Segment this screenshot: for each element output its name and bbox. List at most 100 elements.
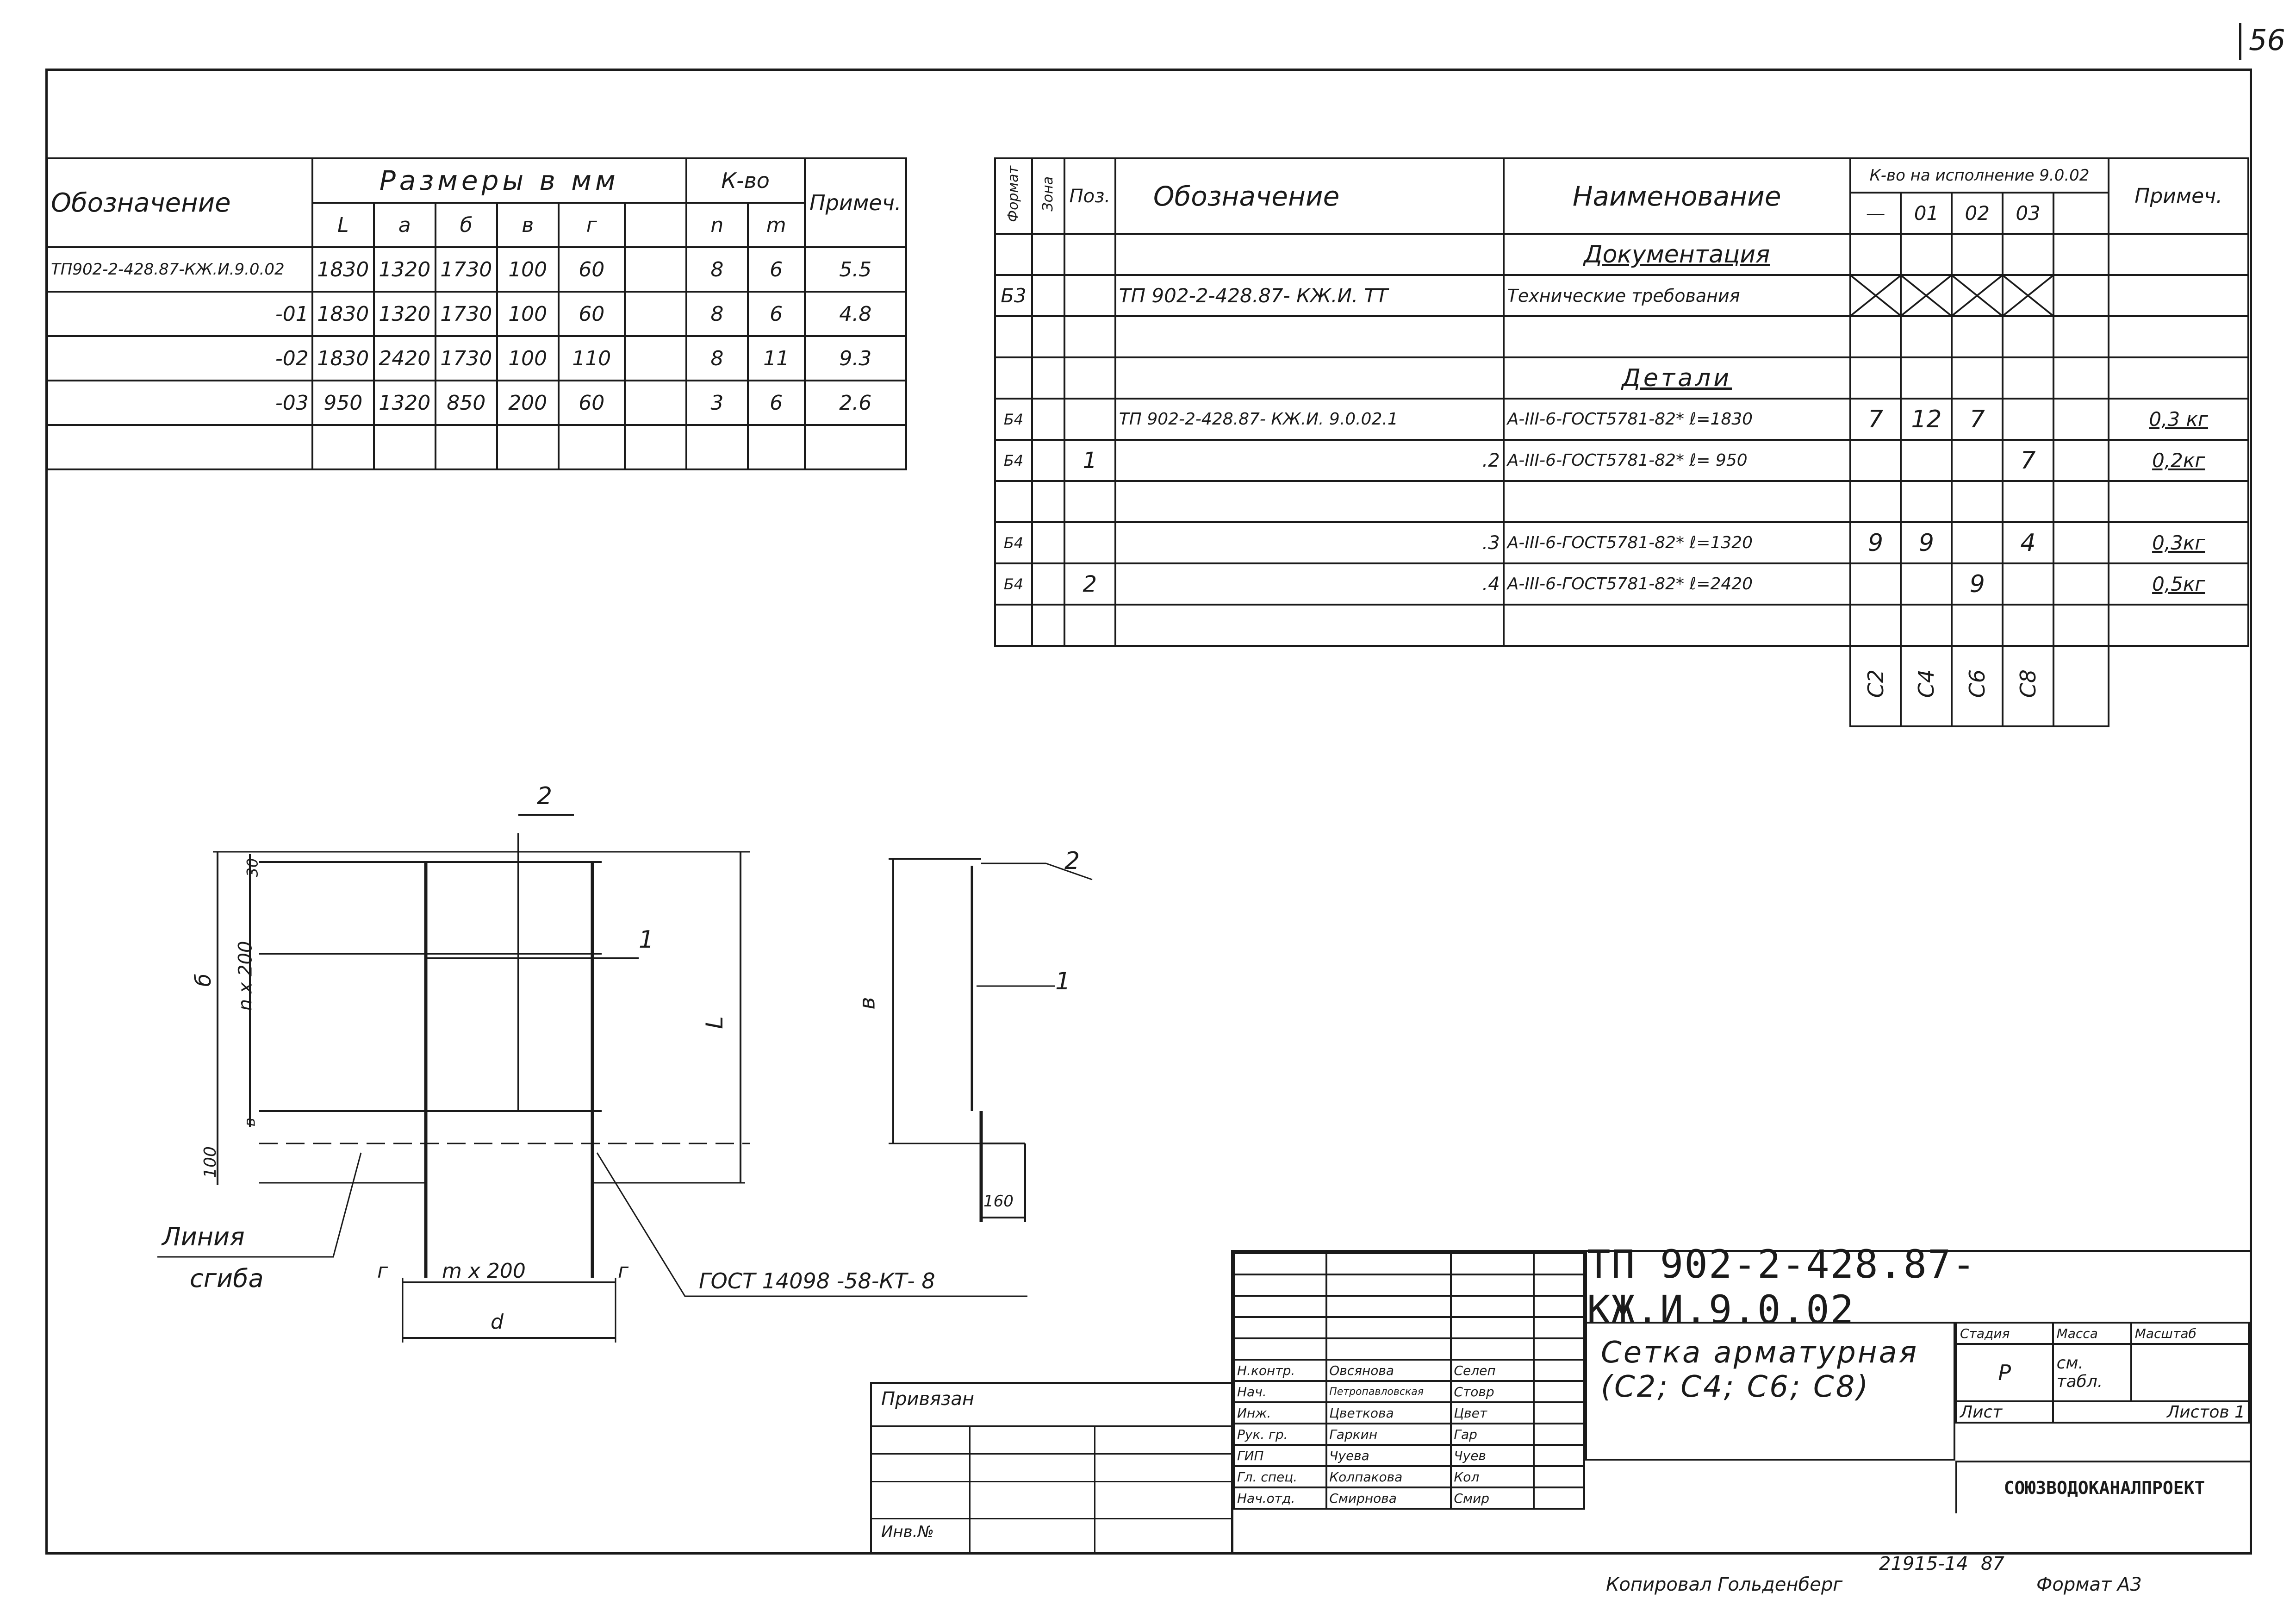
- side-label-160: 160: [983, 1192, 1014, 1211]
- scale-value: [2130, 1343, 2250, 1402]
- drawing-title: Сетка арматурная (С2; С4; С6; С8): [1585, 1322, 1955, 1461]
- sign-role: Нач.отд.: [1233, 1487, 1328, 1510]
- spec-cell-name: [1502, 315, 1851, 358]
- dims-header-sizes: Размеры в мм: [311, 157, 687, 204]
- dims-cell: 1730: [434, 246, 498, 293]
- spec-cell-qty: 12: [1900, 398, 1953, 441]
- spec-cell-qty: [1951, 439, 2004, 482]
- dims-cell: 1730: [434, 291, 498, 337]
- spec-cell-qty: [2052, 356, 2110, 400]
- dim-label-30: 30: [243, 858, 261, 877]
- spec-cell-qty: [2052, 439, 2110, 482]
- spec-cell-qty: [1951, 480, 2004, 523]
- spec-footer-mark: С6: [1951, 645, 2004, 727]
- spec-cell-format: [994, 233, 1033, 276]
- sign-signature: Селеп: [1450, 1359, 1535, 1382]
- dim-label-L: L: [701, 1016, 728, 1029]
- sign-name: Колпакова: [1325, 1465, 1452, 1488]
- spec-cell-zone: [1031, 521, 1065, 564]
- pos-label-2: 2: [537, 782, 553, 810]
- spec-variant-col: 02: [1951, 192, 2004, 235]
- pos-label-1: 1: [639, 926, 654, 954]
- stamp-line: [872, 1518, 1233, 1519]
- spec-cell-qty: [1951, 356, 2004, 400]
- dims-sub-header: [623, 202, 687, 248]
- spec-cell-designation: [1114, 233, 1505, 276]
- mass-value: см.табл.: [2052, 1343, 2132, 1402]
- weld-note: ГОСТ 14098 -58-КТ- 8: [699, 1268, 935, 1293]
- spec-cell-designation: ТП 902-2-428.87- КЖ.И. 9.0.02.1: [1114, 398, 1505, 441]
- spec-cell-zone: [1031, 439, 1065, 482]
- dim-label-mx200: m x 200: [442, 1259, 526, 1283]
- spec-cell-qty: [2002, 604, 2054, 647]
- dims-cell: 60: [557, 380, 626, 426]
- dims-cell: [685, 424, 749, 470]
- spec-cell-qty: [1951, 233, 2004, 276]
- dims-cell: [623, 380, 687, 426]
- sign-signature: Кол: [1450, 1465, 1535, 1488]
- spec-variant-col: —: [1849, 192, 1902, 235]
- table-row: [994, 604, 2249, 647]
- spec-footer-mark: С2: [1849, 645, 1902, 727]
- dims-cell-designation: -02: [46, 335, 313, 381]
- document-code: ТП 902-2-428.87- КЖ.И.9.0.02: [1585, 1242, 2252, 1332]
- dims-cell: 850: [434, 380, 498, 426]
- spec-cell-note: 0,3кг: [2108, 521, 2249, 564]
- spec-variant-col: 03: [2002, 192, 2054, 235]
- spec-variant-col: 01: [1900, 192, 1953, 235]
- spec-cell-qty: [2002, 315, 2054, 358]
- spec-cell-note: [2108, 233, 2249, 276]
- spec-cell-note: [2108, 480, 2249, 523]
- spec-cell-cross: [1951, 274, 2004, 317]
- table-row: Б4 .3 А-III-6-ГОСТ5781-82* ℓ=1320 9 9 4 …: [994, 521, 2249, 564]
- dims-sub-header: б: [434, 202, 498, 248]
- spec-footer-spacer: [995, 646, 1850, 726]
- dimensions-table: Обозначение Размеры в мм К-во Примеч. L …: [46, 157, 908, 470]
- spec-cell-format: [994, 604, 1033, 647]
- stamp-vline: [969, 1425, 971, 1552]
- dims-cell-note: 5.5: [803, 246, 908, 293]
- spec-section-title: Детали: [1502, 356, 1851, 400]
- spec-header-name: Наименование: [1502, 157, 1851, 235]
- table-row: [994, 480, 2249, 523]
- organization: СОЮЗВОДОКАНАЛПРОЕКТ: [1955, 1461, 2252, 1513]
- sign-signature: Цвет: [1450, 1401, 1535, 1424]
- sign-signature: Стовр: [1450, 1380, 1535, 1403]
- spec-variant-col: [2052, 192, 2110, 235]
- spec-cell-note: [2108, 315, 2249, 358]
- dim-label-g-left: г: [377, 1259, 388, 1283]
- table-row: Б4 1 .2 А-III-6-ГОСТ5781-82* ℓ= 950 7 0,…: [994, 439, 2249, 482]
- sign-role: Рук. гр.: [1233, 1423, 1328, 1446]
- spec-header-qty: К-во на исполнение 9.0.02: [1849, 157, 2110, 194]
- dims-cell: 1320: [373, 380, 436, 426]
- spec-cell-designation: [1114, 315, 1505, 358]
- inventory-label: Инв.№: [881, 1523, 934, 1541]
- spec-cell-format: [994, 315, 1033, 358]
- dims-cell: 100: [496, 335, 560, 381]
- spec-cell-qty: [1900, 233, 1953, 276]
- dims-sub-header: a: [373, 202, 436, 248]
- mass-line-2: табл.: [2056, 1372, 2103, 1391]
- spec-cell-qty: [1900, 356, 1953, 400]
- sign-name: Чуева: [1325, 1444, 1452, 1467]
- spec-cell-qty: [2052, 604, 2110, 647]
- dims-cell: [623, 335, 687, 381]
- table-row: С2 С4 С6 С8: [995, 645, 2248, 727]
- table-row: Б4 2 .4 А-III-6-ГОСТ5781-82* ℓ=2420 9 0,…: [994, 562, 2249, 606]
- spec-cell-pos: 1: [1063, 439, 1116, 482]
- spec-cell-qty: [1951, 521, 2004, 564]
- spec-cell-qty: 7: [2002, 439, 2054, 482]
- specification-table: Формат Зона Поз. Обозначение Наименовани…: [994, 157, 2249, 727]
- spec-cell-note: [2108, 274, 2249, 317]
- dims-cell: 950: [311, 380, 375, 426]
- dims-cell-note: 9.3: [803, 335, 908, 381]
- dims-cell: [557, 424, 626, 470]
- spec-header-designation: Обозначение: [1114, 157, 1505, 235]
- stamp-line: [872, 1425, 1233, 1427]
- spec-cell-name: [1502, 604, 1851, 647]
- spec-cell-note: [2108, 604, 2249, 647]
